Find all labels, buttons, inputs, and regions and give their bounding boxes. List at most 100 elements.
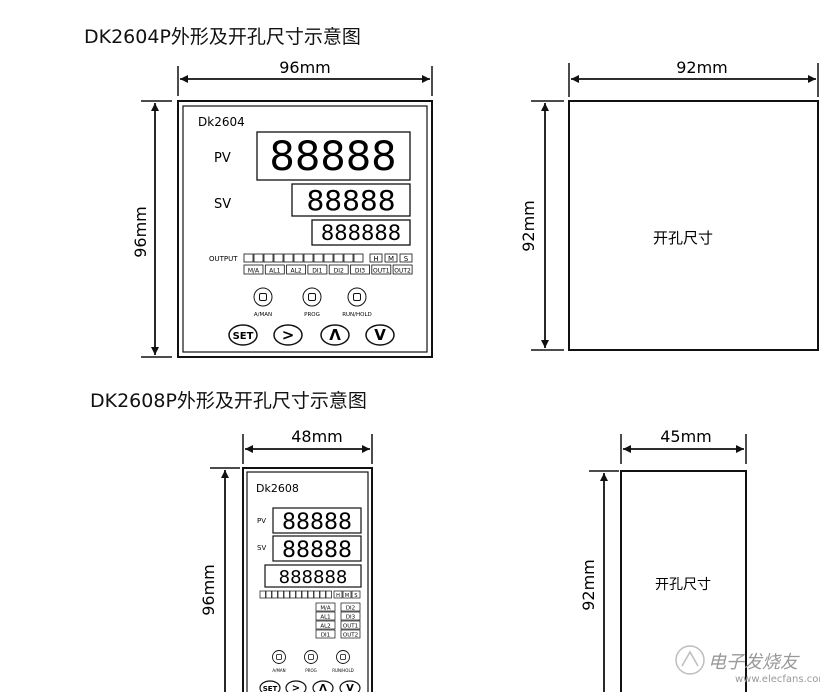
key-outline[interactable] xyxy=(312,680,334,692)
bar-segment xyxy=(259,590,266,599)
instrument-outer-frame xyxy=(242,467,373,692)
key-outline[interactable] xyxy=(285,680,307,692)
button-square-icon xyxy=(353,293,361,301)
dk2608-outline: 48mm 96mm Dk2608 PV S V 88888 88888 88888… xyxy=(199,427,373,692)
function-button[interactable]: RUN/HOLD xyxy=(342,287,372,318)
third-display xyxy=(311,219,411,246)
dk2604-cutout: 92mm 92mm 开孔尺寸 xyxy=(519,58,819,351)
mode-indicator-s-label: S xyxy=(404,255,409,263)
indicator-label: DI2 xyxy=(346,605,355,611)
button-square-icon xyxy=(308,293,316,301)
function-button[interactable]: A/MAN xyxy=(272,650,286,674)
bar-segment xyxy=(323,253,334,263)
button-square-icon xyxy=(308,654,314,660)
button-label: PROG xyxy=(304,312,320,318)
mode-indicator-s-label: S xyxy=(354,593,357,599)
right-key[interactable]: > xyxy=(273,324,303,346)
button-circle[interactable] xyxy=(253,287,273,307)
indicator-box xyxy=(307,264,328,275)
button-circle[interactable] xyxy=(304,650,318,664)
indicator-box xyxy=(371,264,392,275)
key-outline[interactable] xyxy=(259,680,281,692)
indicator-box xyxy=(340,620,361,630)
up-key[interactable]: Λ xyxy=(312,680,334,692)
instrument-inner-frame xyxy=(182,105,428,353)
button-label: A/MAN xyxy=(272,668,285,673)
key-outline[interactable] xyxy=(320,324,350,346)
bar-segment xyxy=(271,590,278,599)
output-bar-graph xyxy=(259,590,332,599)
mode-indicator-h xyxy=(333,590,343,599)
button-label: A/MAN xyxy=(254,312,272,318)
indicator-box xyxy=(328,264,349,275)
bar-segment xyxy=(343,253,354,263)
button-square-icon xyxy=(259,293,267,301)
button-label: RUN/HOLD xyxy=(332,668,354,673)
set-key[interactable]: SET xyxy=(228,324,258,346)
indicator-box xyxy=(264,264,285,275)
indicator-label: DI1 xyxy=(321,632,330,638)
cutout-rectangle xyxy=(568,100,819,351)
indicator-label: DI3 xyxy=(355,268,365,275)
down-key[interactable]: V xyxy=(365,324,395,346)
function-button[interactable]: PROG xyxy=(302,287,322,318)
function-button[interactable]: PROG xyxy=(304,650,318,674)
instrument-outer-frame xyxy=(177,100,433,358)
watermark-text: 电子发烧友 xyxy=(708,652,798,673)
pv-label: PV xyxy=(257,517,266,525)
key-outline[interactable] xyxy=(365,324,395,346)
bar-segment xyxy=(333,253,344,263)
function-button[interactable]: A/MAN xyxy=(253,287,273,318)
bar-segment xyxy=(289,590,296,599)
key-outline[interactable] xyxy=(339,680,361,692)
bar-segment xyxy=(295,590,302,599)
set-key[interactable]: SET xyxy=(259,680,281,692)
cutout-label: 开孔尺寸 xyxy=(655,577,711,593)
model-label: Dk2608 xyxy=(256,482,299,495)
height-label: 96mm xyxy=(131,206,150,258)
bar-segment xyxy=(303,253,314,263)
height-label: 96mm xyxy=(199,564,218,616)
mode-indicator-m xyxy=(342,590,352,599)
indicator-label: DI3 xyxy=(346,614,356,620)
indicator-label: AL2 xyxy=(290,268,301,275)
pv-digits: 88888 xyxy=(282,510,352,535)
button-circle[interactable] xyxy=(302,287,322,307)
bar-segment xyxy=(301,590,308,599)
cutout-height-label: 92mm xyxy=(519,200,538,252)
bar-segment xyxy=(253,253,264,263)
sv-digits: 88888 xyxy=(282,538,352,563)
bar-segment xyxy=(273,253,284,263)
bar-segment xyxy=(293,253,304,263)
down-key[interactable]: V xyxy=(339,680,361,692)
watermark-logo-mark xyxy=(681,650,699,667)
up-key[interactable]: Λ xyxy=(320,324,350,346)
indicator-label: AL1 xyxy=(320,614,330,620)
indicator-label: OUT1 xyxy=(373,268,390,275)
button-circle[interactable] xyxy=(347,287,367,307)
bar-segment xyxy=(277,590,284,599)
bar-segment xyxy=(283,253,294,263)
sv-digits: 88888 xyxy=(306,184,395,217)
bar-segment xyxy=(307,590,314,599)
bar-segment xyxy=(325,590,332,599)
third-digits: 888888 xyxy=(321,221,401,245)
function-button[interactable]: RUN/HOLD xyxy=(332,650,354,674)
third-digits: 888888 xyxy=(279,567,348,588)
button-circle[interactable] xyxy=(336,650,350,664)
indicator-label: M/A xyxy=(320,605,331,611)
dk2604-outline: 96mm 96mm Dk2604 PV SV 88888 88888 88888… xyxy=(131,58,433,358)
output-bar-graph xyxy=(243,253,364,263)
sv-display xyxy=(291,183,411,217)
button-square-icon xyxy=(276,654,282,660)
bar-segment xyxy=(283,590,290,599)
key-outline[interactable] xyxy=(228,324,258,346)
width-label: 48mm xyxy=(291,427,343,446)
button-circle[interactable] xyxy=(272,650,286,664)
key-outline[interactable] xyxy=(273,324,303,346)
indicator-box xyxy=(315,602,336,612)
mode-indicator-h xyxy=(369,253,383,263)
right-key[interactable]: > xyxy=(285,680,307,692)
